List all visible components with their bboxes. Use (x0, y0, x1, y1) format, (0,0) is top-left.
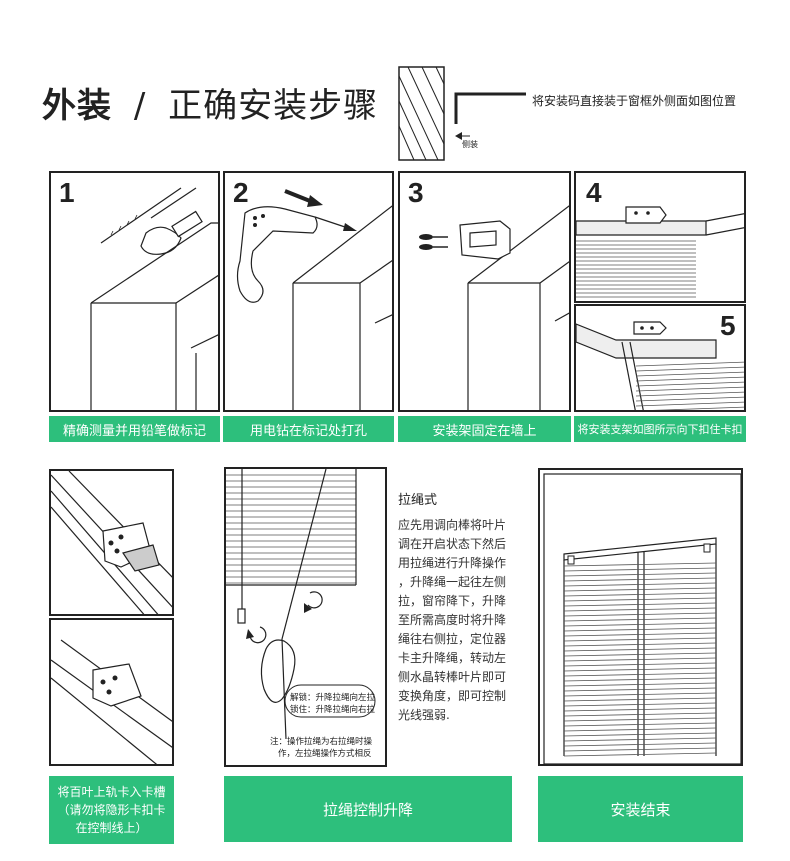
description-line: 调在开启状态下然后 (398, 537, 507, 551)
pull-cord-panel: 解锁：升降拉绳向左拉 锁住：升降拉绳向右拉 注：操作拉绳为右拉绳时操 作，左拉绳… (224, 467, 387, 767)
rail-clip-label: 将百叶上轨卡入卡槽 （请勿将隐形卡扣卡 在控制线上） (49, 776, 174, 844)
description-line: 卡主升降绳，转动左 (398, 651, 507, 665)
pull-cord-description: 应先用调向棒将叶片调在开启状态下然后用拉绳进行升降操作 ，升降绳一起往左侧拉，窗帘… (398, 516, 528, 725)
lock-instruction: 锁住：升降拉绳向右拉 (290, 705, 376, 715)
title-rest: 正确安装步骤 (168, 86, 379, 126)
description-line: 光线强弱. (398, 708, 450, 722)
step-1-panel: 1 (49, 171, 220, 412)
description-line: 用拉绳进行升降操作 (398, 556, 507, 570)
header-instruction: 将安装码直接装于窗框外侧面如图位置 (532, 94, 737, 108)
side-mount-label: 侧装 (462, 140, 478, 149)
step-4-number: 4 (586, 177, 602, 208)
page-title: 外装 / 正确安装步骤 (42, 78, 378, 127)
pull-cord-heading: 拉绳式 (398, 493, 438, 508)
step-2-number: 2 (233, 177, 249, 208)
step-5-panel: 5 (574, 304, 746, 412)
step-2-label: 用电钻在标记处打孔 (223, 416, 394, 442)
step-4-panel: 4 (574, 171, 746, 303)
step-4-label: 将安装支架如图所示向下扣住卡扣 (574, 416, 746, 442)
step-2-panel: 2 (223, 171, 394, 412)
step-1-label: 精确测量并用铅笔做标记 (49, 416, 220, 442)
description-line: 拉，窗帘降下，升降 (398, 594, 507, 608)
title-separator: / (133, 86, 147, 126)
description-line: 至所需高度时将升降 (398, 613, 507, 627)
finished-panel (538, 468, 743, 766)
description-line: 侧水晶转棒叶片即可 (398, 670, 507, 684)
description-line: 变换角度，即可控制 (398, 689, 507, 703)
side-mount-diagram (398, 66, 528, 162)
note-line-1: 注：操作拉绳为右拉绳时操 (270, 737, 373, 747)
step-3-number: 3 (408, 177, 424, 208)
step-3-label: 安装架固定在墙上 (398, 416, 571, 442)
step-1-number: 1 (59, 177, 75, 208)
step-3-panel: 3 (398, 171, 571, 412)
rail-clip-panel-bottom (49, 618, 174, 766)
step-5-number: 5 (720, 310, 736, 341)
title-bold: 外装 (42, 86, 112, 126)
description-line: ，升降绳一起往左侧 (398, 575, 507, 589)
finished-label: 安装结束 (538, 776, 743, 842)
unlock-instruction: 解锁：升降拉绳向左拉 (290, 693, 376, 703)
description-line: 应先用调向棒将叶片 (398, 518, 507, 532)
note-line-2: 作，左拉绳操作方式相反 (278, 749, 372, 759)
pull-cord-label: 拉绳控制升降 (224, 776, 512, 842)
rail-clip-panel-top (49, 469, 174, 616)
description-line: 绳往右侧拉，定位器 (398, 632, 507, 646)
